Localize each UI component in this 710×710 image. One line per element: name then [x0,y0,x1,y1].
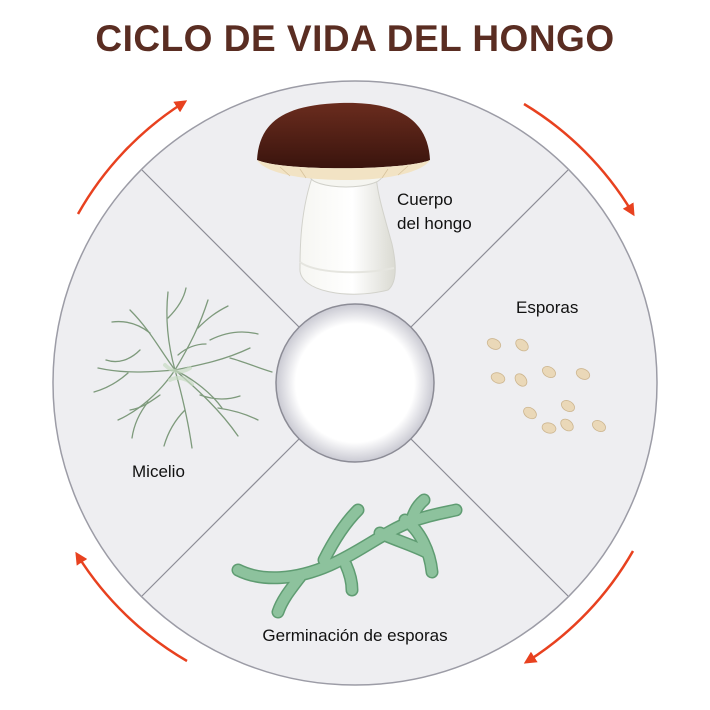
arrow-bottom-left [75,551,188,663]
mushroom-icon [257,102,430,295]
stage-label-mycelium: Micelio [132,462,185,481]
mycelium-core [163,363,194,386]
spore [541,422,557,434]
cycle-arrows [75,100,635,664]
stage-label-fruiting-body: Cuerpo del hongo [397,188,507,236]
stage-label-spores: Esporas [516,298,579,317]
spores-icon [486,338,606,434]
spore [561,400,575,412]
spore [490,372,506,384]
spore [515,338,529,352]
arrow-bottom-right [523,550,635,664]
spore [575,368,591,380]
wheel-dividers [141,169,569,597]
spore [592,420,606,432]
spore [542,366,556,378]
spore [486,338,502,350]
arrow-top-left [76,100,188,215]
stage-label-fruiting-body-line1: Cuerpo [397,190,453,209]
stage-label-germination: Germinación de esporas [262,626,448,645]
spore [523,406,537,420]
page-title: CICLO DE VIDA DEL HONGO [95,18,615,59]
arrow-top-right [523,102,635,217]
stage-label-fruiting-body-line2: del hongo [397,214,472,233]
spore [514,373,528,387]
spore [560,418,574,432]
germinating-hyphae-icon [231,493,463,619]
wheel-hub [275,303,435,463]
